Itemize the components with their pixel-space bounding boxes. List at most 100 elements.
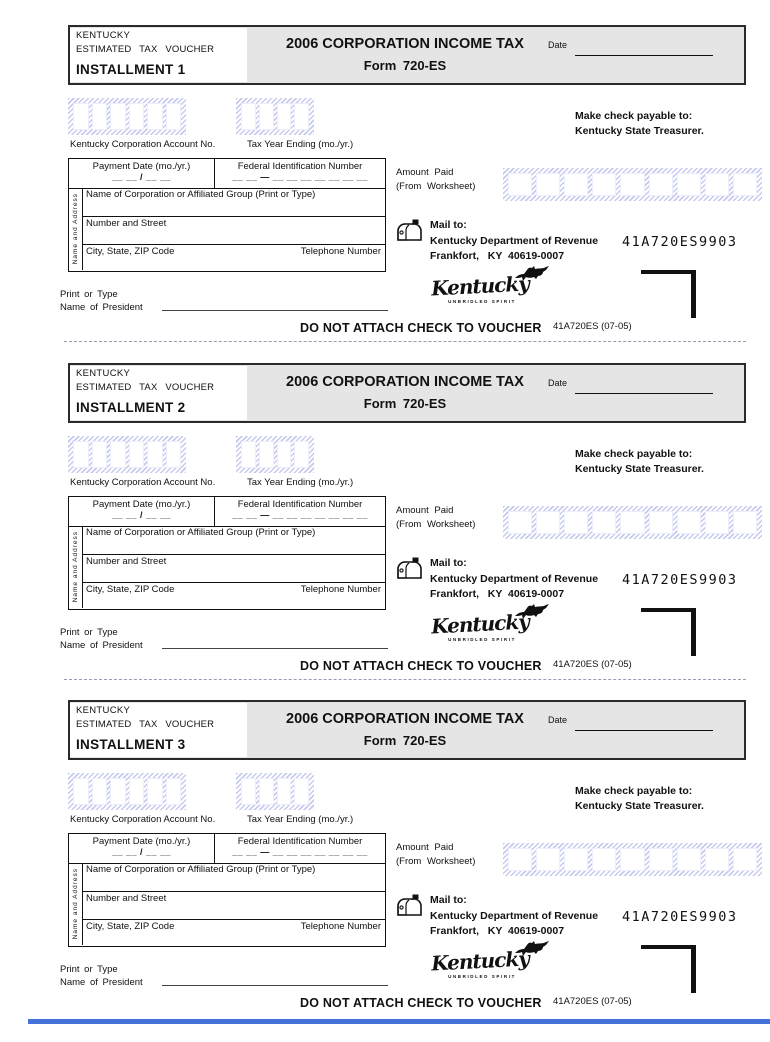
comb-cell[interactable] — [732, 511, 757, 534]
comb-cell[interactable] — [676, 848, 701, 871]
comb-cell[interactable] — [648, 511, 673, 534]
comb-cell[interactable] — [128, 103, 144, 130]
comb-cell[interactable] — [704, 173, 729, 196]
comb-cell[interactable] — [110, 778, 126, 805]
date-input-line[interactable] — [575, 730, 713, 731]
comb-cell[interactable] — [147, 778, 163, 805]
date-input-line[interactable] — [575, 55, 713, 56]
account-number-field[interactable] — [68, 436, 186, 473]
date-label: Date — [548, 715, 568, 725]
ocr-scanline-code: 41A720ES9903 — [622, 909, 738, 925]
comb-cell[interactable] — [732, 173, 757, 196]
comb-cell[interactable] — [258, 103, 274, 130]
comb-cell[interactable] — [147, 103, 163, 130]
comb-cell[interactable] — [73, 778, 89, 805]
comb-cell[interactable] — [592, 511, 617, 534]
comb-cell[interactable] — [241, 103, 256, 130]
comb-cell[interactable] — [676, 173, 701, 196]
comb-cell[interactable] — [732, 848, 757, 871]
comb-cell[interactable] — [648, 848, 673, 871]
comb-cell[interactable] — [508, 511, 533, 534]
federal-id-cell[interactable]: Federal Identification Number __ __ — __… — [215, 497, 385, 526]
city-state-zip-row[interactable]: City, State, ZIP Code Telephone Number — [82, 244, 385, 270]
comb-cell[interactable] — [241, 778, 256, 805]
comb-cell[interactable] — [564, 848, 589, 871]
federal-id-cell[interactable]: Federal Identification Number __ __ — __… — [215, 159, 385, 188]
amount-paid-field[interactable] — [503, 843, 762, 876]
logo-tagline: UNBRIDLED SPIRIT — [448, 299, 516, 304]
payment-date-cell[interactable]: Payment Date (mo./yr.) __ __ / __ __ — [69, 159, 215, 188]
street-row[interactable]: Number and Street — [82, 554, 385, 582]
comb-cell[interactable] — [110, 441, 126, 468]
comb-cell[interactable] — [294, 441, 309, 468]
amount-paid-field[interactable] — [503, 168, 762, 201]
cut-line — [64, 341, 746, 342]
comb-cell[interactable] — [592, 848, 617, 871]
comb-cell[interactable] — [258, 778, 274, 805]
account-number-field[interactable] — [68, 98, 186, 135]
comb-cell[interactable] — [110, 103, 126, 130]
logo-tagline: UNBRIDLED SPIRIT — [448, 974, 516, 979]
comb-cell[interactable] — [592, 173, 617, 196]
comb-cell[interactable] — [276, 441, 292, 468]
comb-cell[interactable] — [620, 511, 645, 534]
street-row[interactable]: Number and Street — [82, 891, 385, 919]
comb-cell[interactable] — [91, 778, 107, 805]
comb-cell[interactable] — [564, 511, 589, 534]
comb-cell[interactable] — [536, 173, 561, 196]
city-state-zip-row[interactable]: City, State, ZIP Code Telephone Number — [82, 919, 385, 945]
tax-year-field[interactable] — [236, 98, 314, 135]
comb-cell[interactable] — [508, 848, 533, 871]
comb-cell[interactable] — [147, 441, 163, 468]
comb-cell[interactable] — [536, 511, 561, 534]
comb-cell[interactable] — [294, 103, 309, 130]
comb-cell[interactable] — [258, 441, 274, 468]
comb-cell[interactable] — [241, 441, 256, 468]
president-name-input-line[interactable] — [162, 985, 388, 986]
amount-paid-field[interactable] — [503, 506, 762, 539]
comb-cell[interactable] — [91, 441, 107, 468]
comb-cell[interactable] — [128, 441, 144, 468]
federal-id-blanks[interactable]: __ __ — __ __ __ __ __ __ __ — [232, 847, 368, 857]
tax-year-field[interactable] — [236, 773, 314, 810]
corporation-name-row[interactable]: Name of Corporation or Affiliated Group … — [86, 527, 316, 538]
corporation-name-row[interactable]: Name of Corporation or Affiliated Group … — [86, 864, 316, 875]
payment-date-cell[interactable]: Payment Date (mo./yr.) __ __ / __ __ — [69, 497, 215, 526]
federal-id-blanks[interactable]: __ __ — __ __ __ __ __ __ __ — [232, 172, 368, 182]
comb-cell[interactable] — [676, 511, 701, 534]
payment-date-blanks[interactable]: __ __ / __ __ — [111, 847, 172, 857]
comb-cell[interactable] — [128, 778, 144, 805]
street-row[interactable]: Number and Street — [82, 216, 385, 244]
payment-date-blanks[interactable]: __ __ / __ __ — [111, 510, 172, 520]
payment-date-blanks[interactable]: __ __ / __ __ — [111, 172, 172, 182]
comb-cell[interactable] — [91, 103, 107, 130]
comb-cell[interactable] — [276, 778, 292, 805]
comb-cell[interactable] — [536, 848, 561, 871]
comb-cell[interactable] — [165, 103, 181, 130]
tax-year-field[interactable] — [236, 436, 314, 473]
comb-cell[interactable] — [73, 441, 89, 468]
federal-id-blanks[interactable]: __ __ — __ __ __ __ __ __ __ — [232, 510, 368, 520]
comb-cell[interactable] — [704, 511, 729, 534]
city-state-zip-row[interactable]: City, State, ZIP Code Telephone Number — [82, 582, 385, 608]
comb-cell[interactable] — [276, 103, 292, 130]
comb-cell[interactable] — [165, 778, 181, 805]
date-input-line[interactable] — [575, 393, 713, 394]
account-number-field[interactable] — [68, 773, 186, 810]
payment-date-label: Payment Date (mo./yr.) — [92, 836, 191, 847]
payment-date-label: Payment Date (mo./yr.) — [92, 161, 191, 172]
comb-cell[interactable] — [704, 848, 729, 871]
president-name-input-line[interactable] — [162, 310, 388, 311]
corporation-name-row[interactable]: Name of Corporation or Affiliated Group … — [86, 189, 316, 200]
comb-cell[interactable] — [508, 173, 533, 196]
payment-date-cell[interactable]: Payment Date (mo./yr.) __ __ / __ __ — [69, 834, 215, 863]
comb-cell[interactable] — [620, 848, 645, 871]
comb-cell[interactable] — [165, 441, 181, 468]
comb-cell[interactable] — [564, 173, 589, 196]
comb-cell[interactable] — [73, 103, 89, 130]
president-name-input-line[interactable] — [162, 648, 388, 649]
comb-cell[interactable] — [620, 173, 645, 196]
federal-id-cell[interactable]: Federal Identification Number __ __ — __… — [215, 834, 385, 863]
comb-cell[interactable] — [294, 778, 309, 805]
comb-cell[interactable] — [648, 173, 673, 196]
